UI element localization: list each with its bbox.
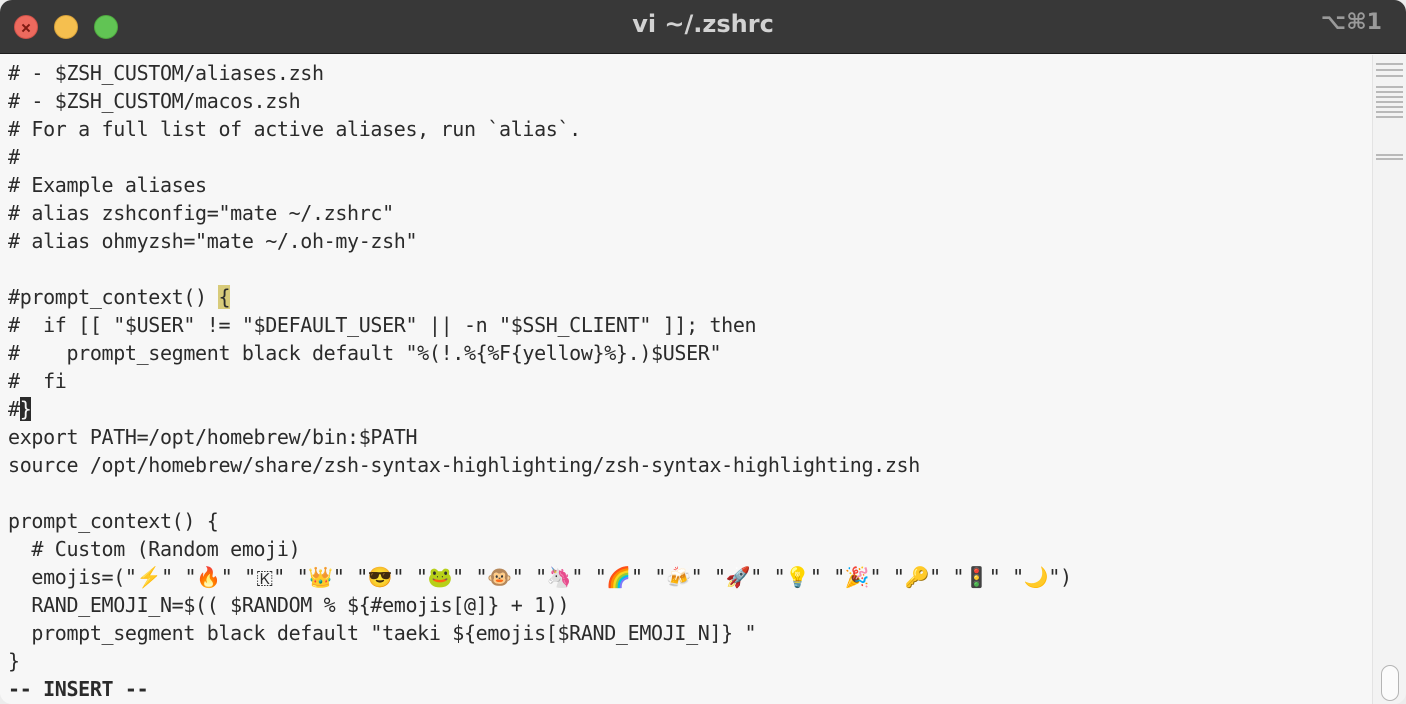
overview-mark <box>1376 69 1403 71</box>
overview-mark <box>1376 86 1403 88</box>
code-line: # fi <box>8 369 67 393</box>
code-line: export PATH=/opt/homebrew/bin:$PATH <box>8 425 418 449</box>
overview-mark <box>1376 106 1403 108</box>
code-line: # if [[ "$USER" != "$DEFAULT_USER" || -n… <box>8 313 757 337</box>
zoom-button[interactable] <box>94 15 118 39</box>
code-line: source /opt/homebrew/share/zsh-syntax-hi… <box>8 453 920 477</box>
code-line: } <box>8 649 20 673</box>
overview-mark <box>1376 116 1403 118</box>
code-line: # alias ohmyzsh="mate ~/.oh-my-zsh" <box>8 229 418 253</box>
code-line-emojis: emojis=("⚡️" "🔥" "🇰" "👑" "😎" "🐸" "🐵" "🦄"… <box>8 565 1072 589</box>
overview-mark <box>1376 75 1403 77</box>
overview-mark <box>1376 91 1403 93</box>
code-text: #prompt_context() <box>8 285 219 309</box>
scroll-overview-gutter[interactable] <box>1372 55 1406 704</box>
overview-mark <box>1376 101 1403 103</box>
title-bar[interactable]: vi ~/.zshrc ⌥⌘1 <box>0 0 1406 54</box>
code-line: prompt_segment black default "taeki ${em… <box>8 621 757 645</box>
editor-area[interactable]: # - $ZSH_CUSTOM/aliases.zsh # - $ZSH_CUS… <box>0 55 1372 704</box>
text-cursor: } <box>19 397 32 421</box>
window-shortcut: ⌥⌘1 <box>1320 10 1382 35</box>
overview-mark <box>1376 158 1403 160</box>
overview-mark <box>1376 154 1403 156</box>
code-line: RAND_EMOJI_N=$(( $RANDOM % ${#emojis[@]}… <box>8 593 570 617</box>
code-line: # Custom (Random emoji) <box>8 537 301 561</box>
overview-mark <box>1376 96 1403 98</box>
code-line: # alias zshconfig="mate ~/.zshrc" <box>8 201 394 225</box>
code-line: prompt_context() { <box>8 509 219 533</box>
scrollbar-thumb[interactable] <box>1381 665 1399 701</box>
code-line: # For a full list of active aliases, run… <box>8 117 581 141</box>
code-text: # <box>8 397 20 421</box>
code-line: # Example aliases <box>8 173 207 197</box>
overview-mark <box>1376 111 1403 113</box>
code-line: # - $ZSH_CUSTOM/macos.zsh <box>8 89 301 113</box>
minimize-button[interactable] <box>54 15 78 39</box>
code-line: # <box>8 145 20 169</box>
code-line-bracket-match: #prompt_context() { <box>8 283 230 311</box>
code-line: # - $ZSH_CUSTOM/aliases.zsh <box>8 61 324 85</box>
overview-mark <box>1376 63 1403 65</box>
matching-bracket-highlight: { <box>218 285 231 309</box>
code-line: # prompt_segment black default "%(!.%{%F… <box>8 341 722 365</box>
vim-mode-status: -- INSERT -- <box>8 677 149 701</box>
code-line-cursor: #} <box>8 395 32 423</box>
window-title: vi ~/.zshrc <box>632 10 774 38</box>
close-button[interactable] <box>14 15 38 39</box>
